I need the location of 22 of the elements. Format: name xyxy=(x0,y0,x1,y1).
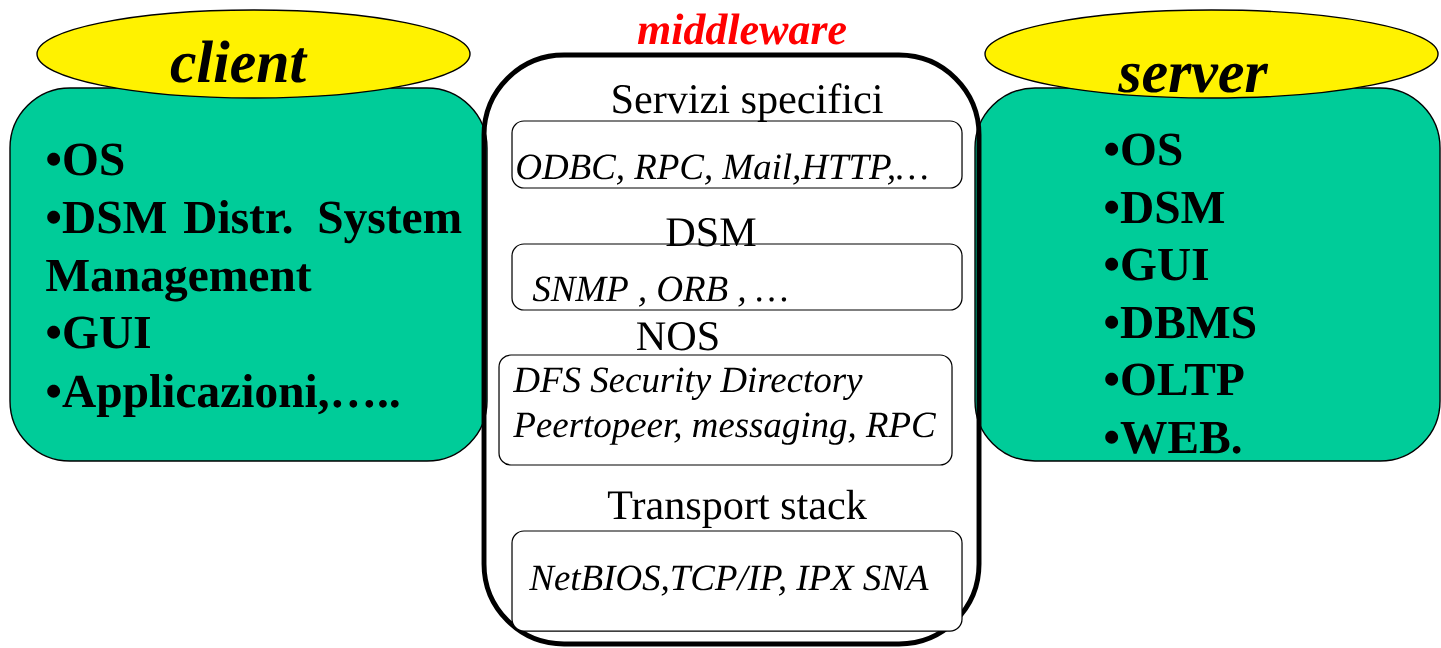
layer-heading: Servizi specifici xyxy=(613,83,883,122)
box-title: middleware xyxy=(637,13,846,45)
protocol-list: ODBC, RPC, Mail,HTTP,… xyxy=(517,153,927,185)
layer-heading: Transport stack xyxy=(607,489,867,528)
role-label: server xyxy=(1118,63,1269,93)
protocol-list: NetBIOS,TCP/IP, IPX SNA xyxy=(529,565,929,596)
list-item: •OS xyxy=(1105,133,1182,166)
list-item: •DSM Distr. System Management xyxy=(46,200,462,302)
layer-heading: NOS xyxy=(637,322,718,351)
list-item: •OLTP xyxy=(1105,363,1244,396)
role-label: client xyxy=(170,40,308,83)
list-item: •WEB. xyxy=(1105,421,1241,454)
protocol-list: Peertopeer, messaging, RPC xyxy=(513,412,936,445)
list-item: •OS xyxy=(47,143,124,176)
list-item: •GUI xyxy=(1105,248,1208,281)
layer-heading: DSM xyxy=(666,218,756,247)
list-item: •Applicazioni,….. xyxy=(47,374,399,418)
list-item: •DSM xyxy=(1105,191,1225,224)
protocol-list: DFS Security Directory xyxy=(512,367,863,400)
protocol-list: SNMP , ORB , … xyxy=(532,276,787,307)
list-item: •DBMS xyxy=(1105,306,1256,339)
list-item: •GUI xyxy=(47,316,150,349)
